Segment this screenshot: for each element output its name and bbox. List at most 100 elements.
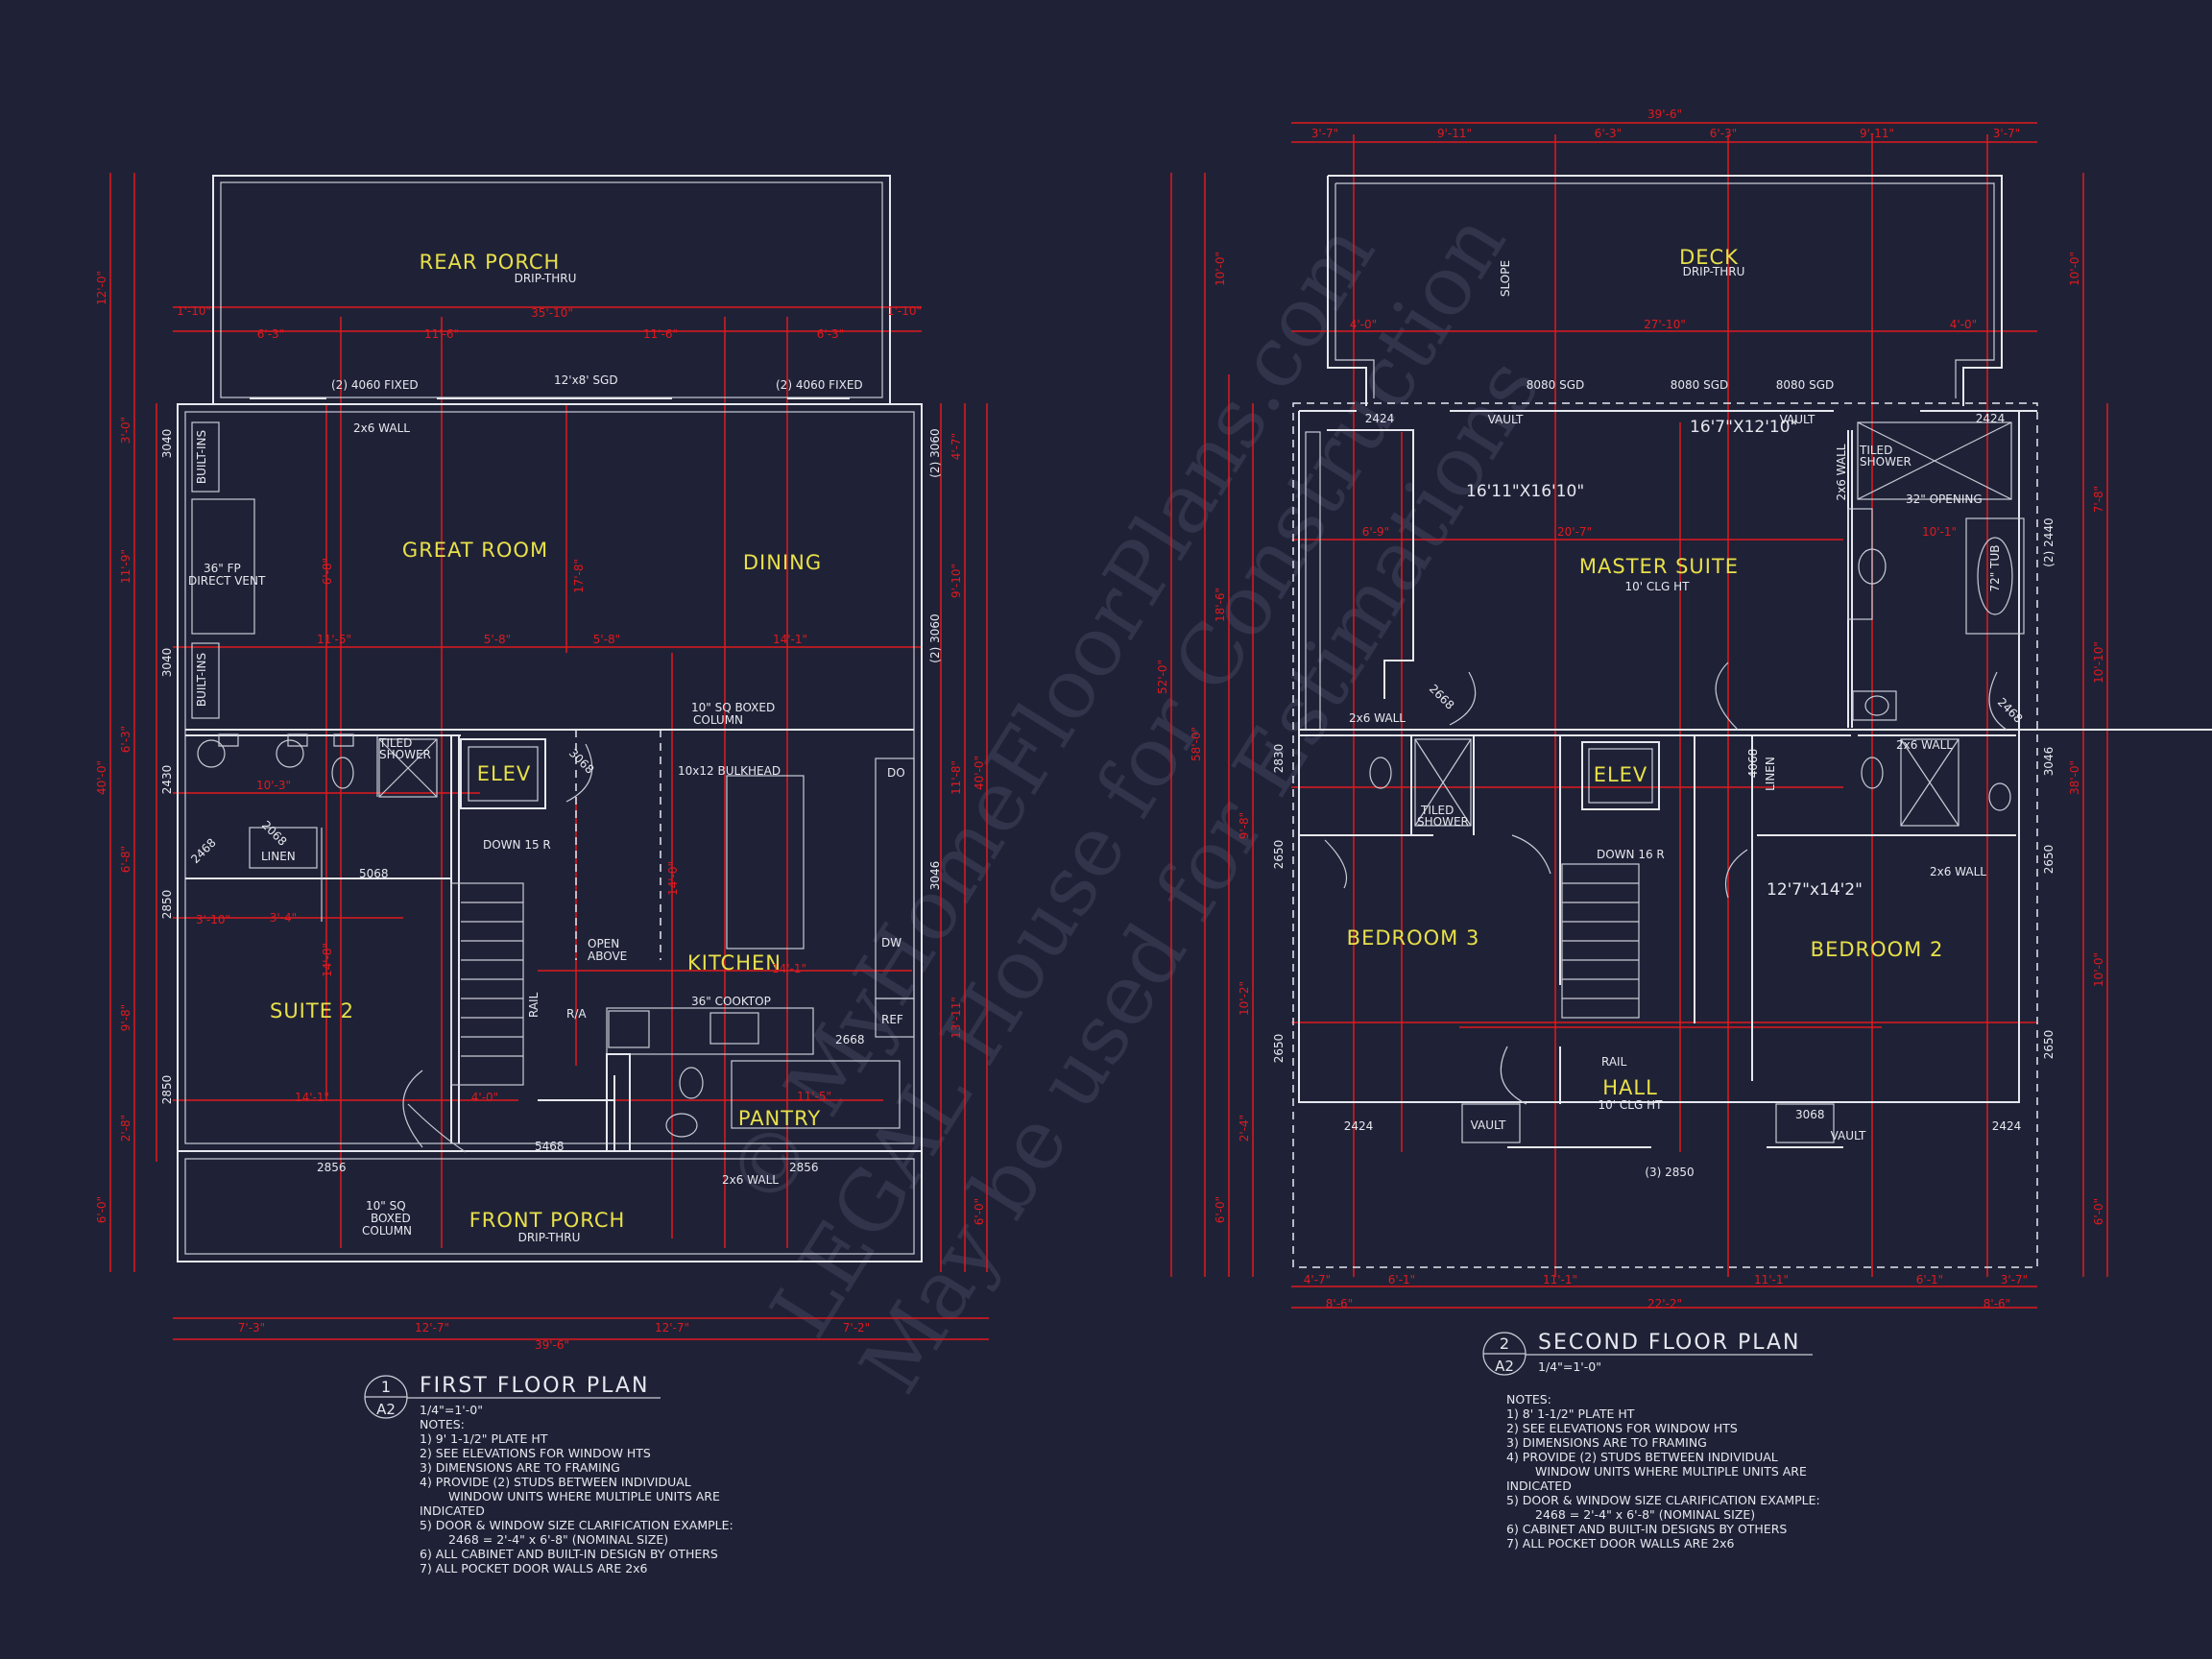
sf-dim-overall-bottom: 22'-2" (1647, 1297, 1682, 1310)
sf-dim-l1: 18'-6" (1214, 588, 1227, 622)
sf-note-6: INDICATED (1506, 1479, 1572, 1493)
ff-note-8: 2468 = 2'-4" x 6'-8" (NOMINAL SIZE) (448, 1532, 668, 1547)
ff-dim-v3: 14'-8" (321, 943, 334, 977)
sf-label-4068: 4068 (1746, 749, 1760, 779)
ff-dim-i3: 5'-8" (593, 633, 620, 646)
ff-dim-b4: 7'-2" (843, 1321, 870, 1334)
ff-label-front-col-1: 10" SQ (366, 1199, 406, 1213)
ff-label-2850b: 2850 (160, 1075, 174, 1105)
second-floor-dimensions (1170, 122, 2108, 1309)
ff-dim-overall-top: 35'-10" (531, 306, 573, 320)
sf-dim-r3: 10'-0" (2092, 952, 2105, 987)
sf-title-block: 2 A2 SECOND FLOOR PLAN 1/4"=1'-0" NOTES:… (1482, 1331, 1820, 1551)
sf-label-2424-c: 2424 (1344, 1119, 1374, 1133)
ff-label-open-above-2: ABOVE (588, 950, 627, 963)
sf-dim-l-deck: 10'-0" (1214, 252, 1227, 286)
ff-room-elev: ELEV (477, 762, 532, 785)
sf-dim-r-total: 38'-0" (2068, 760, 2081, 795)
sf-label-tiled-b: TILED (1420, 804, 1454, 817)
ff-dim-v1: 17'-8" (572, 559, 586, 593)
ff-dim-v4: 14'-0" (666, 861, 680, 896)
ff-label-do: DO (887, 766, 905, 780)
ff-label-fixed-right: (2) 4060 FIXED (776, 378, 863, 392)
ff-note-1: 1) 9' 1-1/2" PLATE HT (420, 1431, 548, 1446)
sf-label-2440: (2) 2440 (2042, 517, 2056, 566)
sf-dim-r2: 10'-10" (2092, 641, 2105, 684)
ff-label-drip-thru: DRIP-THRU (515, 272, 577, 285)
sf-label-master-size: 16'11"X16'10" (1466, 482, 1584, 501)
ff-dim-l4: 6'-8" (119, 846, 132, 873)
sf-note-9: 6) CABINET AND BUILT-IN DESIGNS BY OTHER… (1506, 1522, 1787, 1536)
sf-label-2x6-wall-a: 2x6 WALL (1835, 444, 1848, 500)
ff-label-3040a: 3040 (160, 429, 174, 459)
ff-dim-l-porch: 12'-0" (95, 271, 108, 305)
ff-title-sheet: A2 (376, 1401, 396, 1418)
ff-note-7: 5) DOOR & WINDOW SIZE CLARIFICATION EXAM… (420, 1518, 733, 1532)
ff-label-fixed-left: (2) 4060 FIXED (331, 378, 419, 392)
ff-scale: 1/4"=1'-0" (420, 1403, 483, 1417)
ff-label-linen: LINEN (261, 850, 296, 863)
sf-dim-t6: 3'-7" (1993, 127, 2020, 140)
sf-label-2650-d: 2650 (2042, 1030, 2056, 1060)
ff-dim-r2: 9'-10" (950, 564, 963, 598)
sf-dim-b6: 3'-7" (2001, 1273, 2028, 1286)
ff-dim-t1: 6'-3" (257, 327, 284, 341)
ff-label-built-ins-top: BUILT-INS (195, 430, 208, 484)
second-floor-walls (1292, 175, 2212, 1268)
ff-label-2x6-wall-b: 2x6 WALL (722, 1173, 779, 1187)
sf-dim-b5: 6'-1" (1916, 1273, 1943, 1286)
first-floor-plan: REAR PORCH GREAT ROOM DINING ELEV KITCHE… (95, 173, 989, 1575)
ff-dim-r3: 11'-8" (950, 760, 963, 795)
sf-label-slope: SLOPE (1499, 260, 1512, 297)
sf-note-2: 2) SEE ELEVATIONS FOR WINDOW HTS (1506, 1421, 1738, 1435)
sf-note-10: 7) ALL POCKET DOOR WALLS ARE 2x6 (1506, 1536, 1735, 1551)
sf-dim-l4: 9'-8" (1238, 812, 1251, 839)
watermark-line-2: LEGAL House for Construction (753, 198, 1525, 1354)
ff-label-bulkhead: 10x12 BULKHEAD (678, 764, 781, 778)
ff-dim-r4: 13'-11" (950, 997, 963, 1039)
sf-label-2650-b: 2650 (1272, 1034, 1286, 1064)
ff-label-5068: 5068 (359, 867, 389, 880)
first-floor-walls (177, 175, 923, 1262)
ff-label-dw: DW (881, 936, 902, 950)
ff-dim-i6: 3'-10" (196, 913, 230, 926)
ff-dim-b3: 12'-7" (655, 1321, 689, 1334)
ff-note-9: 6) ALL CABINET AND BUILT-IN DESIGN BY OT… (420, 1547, 718, 1561)
sf-label-clg-hall: 10' CLG HT (1599, 1098, 1664, 1112)
ff-label-boxed-column-2: COLUMN (693, 713, 743, 727)
ff-title-block: 1 A2 FIRST FLOOR PLAN 1/4"=1'-0" NOTES: … (364, 1374, 733, 1575)
sf-dim-r-deck: 10'-0" (2068, 252, 2081, 286)
ff-room-pantry: PANTRY (738, 1107, 821, 1130)
second-floor-plan: DECK MASTER SUITE ELEV BEDROOM 3 BEDROOM… (1156, 108, 2212, 1551)
sf-label-vault-4: VAULT (1831, 1129, 1866, 1142)
sf-note-4: 4) PROVIDE (2) STUDS BETWEEN INDIVIDUAL (1506, 1450, 1778, 1464)
sf-label-2850: (3) 2850 (1645, 1166, 1694, 1179)
ff-label-3060a: (2) 3060 (928, 428, 942, 477)
ff-label-open-above-1: OPEN (588, 937, 619, 950)
sf-dim-t5: 9'-11" (1860, 127, 1894, 140)
sf-label-vault-1: VAULT (1488, 413, 1524, 426)
sf-note-3: 3) DIMENSIONS ARE TO FRAMING (1506, 1435, 1707, 1450)
ff-note-10: 7) ALL POCKET DOOR WALLS ARE 2x6 (420, 1561, 648, 1575)
sf-dim-t1: 3'-7" (1311, 127, 1338, 140)
ff-label-built-ins-bottom: BUILT-INS (195, 653, 208, 707)
ff-label-sgd: 12'x8' SGD (554, 373, 618, 387)
ff-label-3040b: 3040 (160, 648, 174, 678)
ff-label-2856-right: 2856 (789, 1161, 819, 1174)
sf-label-2668: 2668 (1427, 682, 1456, 711)
ff-label-2068: 2068 (259, 818, 289, 848)
ff-label-down: DOWN 15 R (483, 838, 551, 852)
sf-note-1: 1) 8' 1-1/2" PLATE HT (1506, 1407, 1635, 1421)
sf-title-number: 2 (1500, 1334, 1509, 1353)
ff-room-rear-porch: REAR PORCH (420, 251, 561, 274)
ff-room-suite-2: SUITE 2 (270, 999, 354, 1022)
sf-dim-l3: 6'-0" (1214, 1196, 1227, 1223)
sf-scale: 1/4"=1'-0" (1538, 1359, 1601, 1374)
ff-dim-i7: 3'-4" (270, 911, 297, 925)
sf-dim-d3: 4'-0" (1950, 318, 1977, 331)
ff-dim-r1: 4'-7" (950, 433, 963, 460)
sf-dim-bb2: 8'-6" (1984, 1297, 2010, 1310)
ff-dim-b1: 7'-3" (238, 1321, 265, 1334)
ff-label-ref: REF (881, 1013, 903, 1026)
ff-dim-i5: 10'-3" (256, 779, 291, 792)
